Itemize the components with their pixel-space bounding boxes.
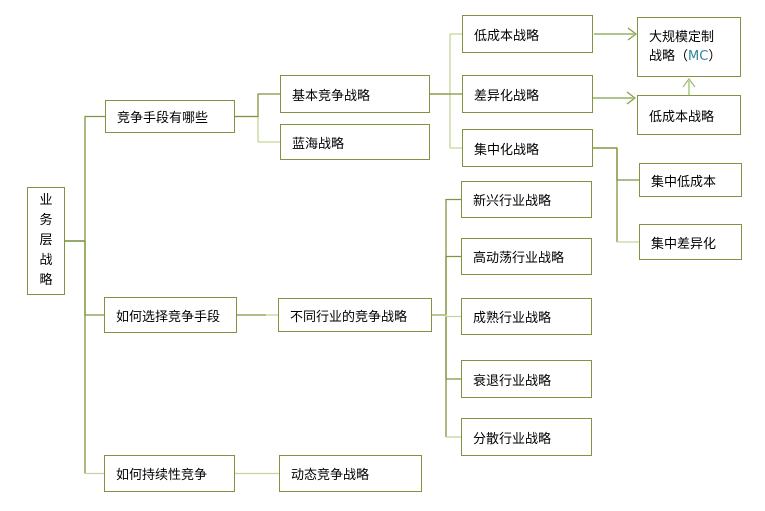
blue-ocean-strategy-node: 蓝海战略 bbox=[280, 124, 430, 160]
emerging-industry-strategy-node: 新兴行业战略 bbox=[461, 181, 592, 218]
connector-root-choose bbox=[65, 240, 104, 316]
connector-methods-basic bbox=[235, 93, 280, 118]
mc-abbreviation: MC bbox=[688, 49, 709, 64]
focused-differentiation-node: 集中差异化 bbox=[639, 224, 742, 260]
mass-customization-strategy-node: 大规模定制 战略（MC） bbox=[637, 17, 741, 77]
arrow-differentiation-to-lowcost2-head bbox=[626, 91, 637, 105]
how-to-choose-node: 如何选择竞争手段 bbox=[104, 297, 237, 333]
basic-competitive-strategy-node: 基本竞争战略 bbox=[280, 75, 430, 113]
connector-industries-fragmented bbox=[432, 314, 447, 437]
turbulent-industry-strategy-node: 高动荡行业战略 bbox=[461, 238, 592, 275]
connector-root-sustain bbox=[65, 240, 86, 474]
low-cost-strategy-node: 低成本战略 bbox=[462, 15, 593, 53]
focused-low-cost-node: 集中低成本 bbox=[639, 163, 742, 197]
focus-strategy-node: 集中化战略 bbox=[462, 129, 593, 167]
connector-basic-lowcost bbox=[430, 33, 462, 95]
connector-root-methods bbox=[65, 115, 105, 242]
connector-focus-differentiation bbox=[593, 147, 618, 242]
connector-focus-lowcost bbox=[593, 147, 639, 181]
connector-basic-focus bbox=[430, 93, 462, 149]
sustained-competition-node: 如何持续性竞争 bbox=[104, 455, 235, 492]
mass-customization-line1: 大规模定制 bbox=[649, 30, 715, 45]
business-layer-strategy-node: 业务层战略 bbox=[27, 187, 65, 295]
connector-industries-turbulent bbox=[432, 255, 461, 316]
mass-customization-line2: 战略（MC） bbox=[649, 49, 722, 64]
mature-industry-strategy-node: 成熟行业战略 bbox=[461, 298, 592, 335]
business-layer-strategy-label: 业务层战略 bbox=[39, 193, 53, 288]
connector-industries-mature bbox=[432, 314, 461, 318]
connector-methods-blueocean bbox=[235, 115, 280, 143]
fragmented-industry-strategy-node: 分散行业战略 bbox=[461, 418, 592, 456]
arrow-lowcost2-to-mc-head bbox=[682, 77, 696, 88]
declining-industry-strategy-node: 衰退行业战略 bbox=[461, 360, 592, 398]
industry-strategies-node: 不同行业的竞争战略 bbox=[278, 298, 432, 332]
arrow-lowcost-to-mc-head bbox=[627, 27, 638, 41]
low-cost-strategy-2-node: 低成本战略 bbox=[637, 95, 741, 135]
dynamic-competition-strategy-node: 动态竞争战略 bbox=[279, 455, 422, 492]
differentiation-strategy-node: 差异化战略 bbox=[462, 75, 593, 113]
competition-methods-node: 竞争手段有哪些 bbox=[105, 100, 235, 133]
